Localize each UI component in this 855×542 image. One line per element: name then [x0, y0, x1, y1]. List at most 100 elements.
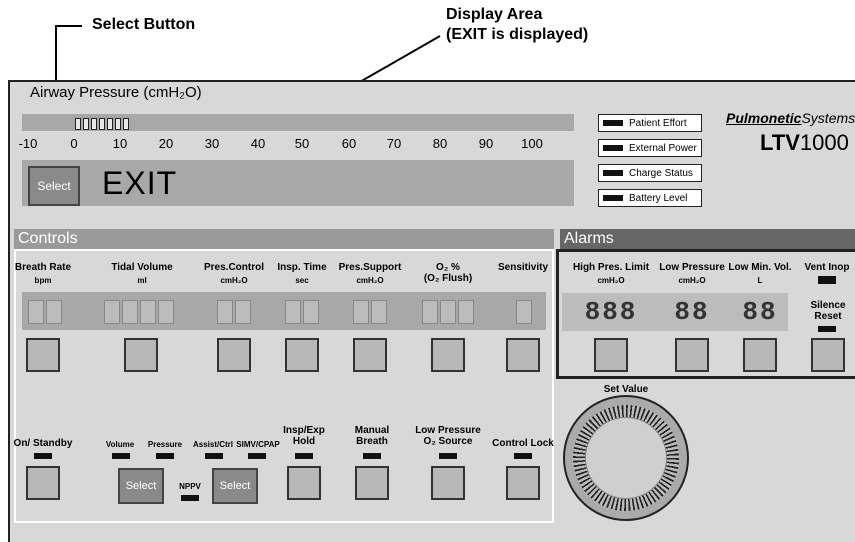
- knob-center: [585, 417, 667, 499]
- tick-label: 40: [250, 136, 266, 151]
- simv-cpap-label: SIMV/CPAP: [236, 440, 280, 449]
- nppv-label: NPPV: [179, 482, 201, 491]
- simv-cpap-led: [248, 453, 266, 459]
- pressure-segment: [107, 118, 113, 130]
- control-unit: cmH₂O: [356, 276, 384, 285]
- tick-label: 70: [386, 136, 402, 151]
- pres-control-button[interactable]: [217, 338, 251, 372]
- callout-display-area: Display Area: [446, 6, 543, 23]
- control-label: O₂ %: [436, 262, 460, 273]
- alarms-header: Alarms: [560, 229, 855, 249]
- controls-frame: [14, 249, 554, 523]
- digit-cell: [303, 300, 319, 324]
- display-text: EXIT: [102, 165, 178, 201]
- pressure-segment: [91, 118, 97, 130]
- alarm-label: Low Pressure: [659, 262, 725, 273]
- assist-ctrl-label: Assist/Ctrl: [192, 440, 234, 449]
- high-pres-limit-button[interactable]: [594, 338, 628, 372]
- digit-cell: [46, 300, 62, 324]
- digit-cell: [440, 300, 456, 324]
- silence-reset-button[interactable]: [811, 338, 845, 372]
- digit-cell: [285, 300, 301, 324]
- set-value-knob[interactable]: [563, 395, 689, 521]
- control-label: Breath Rate: [14, 262, 72, 273]
- callout-display-area-note: (EXIT is displayed): [446, 26, 589, 43]
- insp-exp-hold-led: [295, 453, 313, 459]
- tidal-volume-button[interactable]: [124, 338, 158, 372]
- digit-cell: [422, 300, 438, 324]
- nppv-led: [181, 495, 199, 501]
- mode-select-button[interactable]: Select: [212, 468, 258, 504]
- brand-name-rest: Systems: [801, 110, 855, 126]
- low-pressure-o2-button[interactable]: [431, 466, 465, 500]
- pres-support-button[interactable]: [353, 338, 387, 372]
- pressure-segment: [83, 118, 89, 130]
- brand-name-bold: Pulmonetic: [726, 110, 802, 126]
- status-led: [603, 170, 623, 176]
- alarm-unit: L: [757, 276, 763, 285]
- alarm-value: 888: [584, 297, 638, 327]
- control-unit: cmH₂O: [220, 276, 248, 285]
- digit-cell: [122, 300, 138, 324]
- digit-cell: [371, 300, 387, 324]
- digit-cell: [158, 300, 174, 324]
- low-min-vol-button[interactable]: [743, 338, 777, 372]
- status-label: Charge Status: [629, 167, 693, 179]
- select-button[interactable]: Select: [28, 166, 80, 206]
- on-standby-label: On/ Standby: [13, 438, 73, 449]
- vent-inop-label: Vent Inop: [804, 262, 850, 273]
- o2-percent-button[interactable]: [431, 338, 465, 372]
- control-unit: ml: [137, 276, 147, 285]
- callout-select-button: Select Button: [92, 16, 196, 33]
- status-battery: Battery Level: [598, 189, 702, 207]
- breath-type-select-button[interactable]: Select: [118, 468, 164, 504]
- alarm-label: High Pres. Limit: [572, 262, 650, 273]
- status-charge: Charge Status: [598, 164, 702, 182]
- status-label: Battery Level: [629, 192, 688, 204]
- low-pressure-o2-label: Low Pressure O₂ Source: [415, 425, 481, 447]
- airway-pressure-title: Airway Pressure (cmH₂O): [30, 84, 202, 101]
- manual-breath-button[interactable]: [355, 466, 389, 500]
- control-lock-label: Control Lock: [492, 438, 554, 449]
- vent-inop-led: [818, 276, 836, 284]
- sensitivity-button[interactable]: [506, 338, 540, 372]
- tick-label: 80: [432, 136, 448, 151]
- alarm-digit-row: [562, 293, 788, 331]
- pressure-segment: [99, 118, 105, 130]
- tick-label: 90: [478, 136, 494, 151]
- on-standby-button[interactable]: [26, 466, 60, 500]
- tick-label: 30: [204, 136, 220, 151]
- silence-reset-label: Silence Reset: [810, 300, 846, 322]
- control-label: Insp. Time: [277, 262, 327, 273]
- pressure-segment: [123, 118, 129, 130]
- insp-exp-hold-label: Insp/Exp Hold: [283, 425, 325, 447]
- tick-label: 10: [112, 136, 128, 151]
- digit-cell: [217, 300, 233, 324]
- status-label: External Power: [629, 142, 697, 154]
- insp-exp-hold-button[interactable]: [287, 466, 321, 500]
- tick-label: 20: [158, 136, 174, 151]
- control-label: Pres.Support: [338, 262, 402, 273]
- status-led: [603, 145, 623, 151]
- manual-breath-label: Manual Breath: [354, 425, 390, 447]
- control-label: Sensitivity: [497, 262, 549, 273]
- control-unit: sec: [295, 276, 309, 285]
- digit-cell: [353, 300, 369, 324]
- tick-label: 50: [294, 136, 310, 151]
- control-lock-button[interactable]: [506, 466, 540, 500]
- on-standby-led: [34, 453, 52, 459]
- volume-led: [112, 453, 130, 459]
- insp-time-button[interactable]: [285, 338, 319, 372]
- model-name: LTV1000: [760, 130, 849, 156]
- status-patient-effort: Patient Effort: [598, 114, 702, 132]
- alarms-frame: [556, 249, 855, 379]
- silence-reset-led: [818, 326, 836, 332]
- status-led: [603, 195, 623, 201]
- digit-cell: [235, 300, 251, 324]
- airway-pressure-bar: [22, 114, 574, 131]
- brand-logo: PulmoneticSystems: [726, 110, 855, 126]
- breath-rate-button[interactable]: [26, 338, 60, 372]
- alarm-value: 88: [742, 297, 778, 327]
- low-pressure-button[interactable]: [675, 338, 709, 372]
- volume-label: Volume: [105, 440, 135, 449]
